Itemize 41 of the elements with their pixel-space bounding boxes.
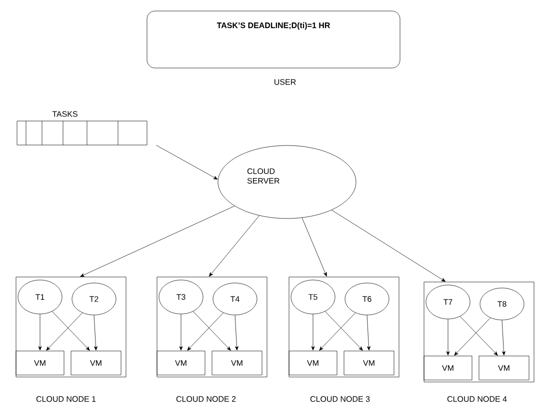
arrow [446, 319, 450, 356]
arrow [94, 315, 98, 350]
vm-box: VM [288, 350, 338, 376]
node-label: CLOUD NODE 2 [176, 396, 236, 402]
vm-box: VM [344, 350, 394, 376]
node-label: CLOUD NODE 4 [447, 396, 507, 402]
node-label: CLOUD NODE 3 [310, 396, 370, 402]
arrow [192, 311, 231, 351]
arrow [38, 314, 42, 350]
vm-box: VM [212, 350, 262, 376]
arrow [502, 320, 506, 356]
arrow [454, 318, 491, 356]
node-label: USER [274, 79, 296, 85]
arrow [179, 314, 183, 350]
arrow [80, 206, 235, 277]
arrow [311, 314, 315, 350]
text-box: TASK’S DEADLINE;D(ti)=1 HR [146, 10, 400, 68]
cloud-node-box [16, 276, 126, 378]
arrow [460, 316, 498, 356]
vm-box: VM [70, 350, 122, 376]
arrow [366, 315, 370, 350]
vm-box: VM [478, 356, 530, 380]
cloud-node-box [288, 276, 400, 378]
arrow [156, 145, 218, 180]
arrow [324, 311, 363, 351]
vm-box: VM [16, 350, 64, 376]
arrow [302, 218, 327, 276]
vm-box: VM [156, 350, 206, 376]
arrow [319, 312, 356, 351]
arrow [208, 215, 260, 277]
vm-box: VM [424, 356, 472, 380]
arrow [234, 315, 238, 350]
arrow [331, 210, 446, 282]
cloud-node-box [156, 276, 268, 378]
queue-label: TASKS [52, 111, 78, 117]
task-queue [16, 120, 148, 146]
arrow [46, 312, 83, 351]
arrow [52, 311, 90, 351]
node-label: CLOUD NODE 1 [36, 396, 96, 402]
arrow [187, 312, 224, 351]
cloud-node-box [424, 282, 534, 382]
